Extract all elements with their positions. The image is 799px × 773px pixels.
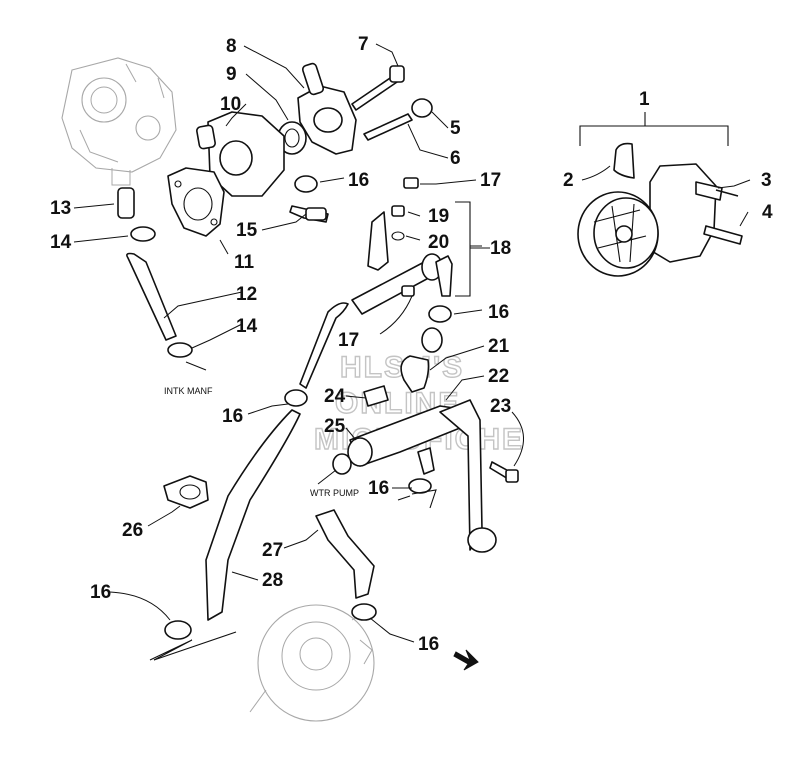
callout-22: 22 xyxy=(488,366,509,387)
bracket-pipe-assembly xyxy=(299,177,482,389)
bolts-top xyxy=(351,65,433,141)
leader-lines xyxy=(73,43,751,643)
callout-14-top: 14 xyxy=(50,232,72,253)
note-water-pump: WTR PUMP xyxy=(310,488,359,498)
callout-16-left: 16 xyxy=(222,406,243,427)
lower-hose-group xyxy=(149,389,437,661)
callout-2: 2 xyxy=(563,170,574,191)
callout-16-bottom-left: 16 xyxy=(90,582,111,603)
callout-6: 6 xyxy=(450,148,461,169)
callout-27: 27 xyxy=(262,540,283,561)
callout-8: 8 xyxy=(226,36,237,57)
callout-11: 11 xyxy=(234,252,255,273)
callout-3: 3 xyxy=(761,170,772,191)
callout-12: 12 xyxy=(236,284,257,305)
callout-17-bottom: 17 xyxy=(338,330,359,351)
callout-25: 25 xyxy=(324,416,346,437)
callout-20: 20 xyxy=(428,232,449,253)
note-intake-manifold: INTK MANF xyxy=(164,386,213,396)
callout-16-center: 16 xyxy=(368,478,389,499)
callout-10: 10 xyxy=(220,94,241,115)
callout-14-bottom: 14 xyxy=(236,316,258,337)
callout-18: 18 xyxy=(490,238,511,259)
callout-15: 15 xyxy=(236,220,258,241)
callout-9: 9 xyxy=(226,64,237,85)
callout-13: 13 xyxy=(50,198,71,219)
thermostat-housing-group xyxy=(167,62,357,237)
callout-21: 21 xyxy=(488,336,510,357)
lower-pipe-group xyxy=(332,327,519,553)
throttle-body-ghost xyxy=(61,57,177,186)
callout-17-top: 17 xyxy=(480,170,501,191)
callout-19: 19 xyxy=(428,206,449,227)
callout-4: 4 xyxy=(762,202,773,223)
direction-arrow xyxy=(453,649,479,671)
callout-28: 28 xyxy=(262,570,283,591)
callout-24: 24 xyxy=(324,386,346,407)
callout-16-top: 16 xyxy=(348,170,369,191)
callout-16-bottom-right: 16 xyxy=(418,634,439,655)
water-pump-assembly xyxy=(577,112,743,277)
callout-5: 5 xyxy=(450,118,461,139)
callout-1: 1 xyxy=(639,89,650,110)
callout-26: 26 xyxy=(122,520,143,541)
engine-housing-ghost xyxy=(249,604,375,722)
callout-labels: 1 2 3 4 5 6 7 8 9 10 11 12 13 14 14 15 1… xyxy=(50,34,773,655)
callout-16-right: 16 xyxy=(488,302,509,323)
notes: INTK MANF WTR PUMP xyxy=(164,386,359,498)
sensor-and-intake-hose xyxy=(117,175,329,358)
callout-7: 7 xyxy=(358,34,369,55)
callout-23: 23 xyxy=(490,396,511,417)
